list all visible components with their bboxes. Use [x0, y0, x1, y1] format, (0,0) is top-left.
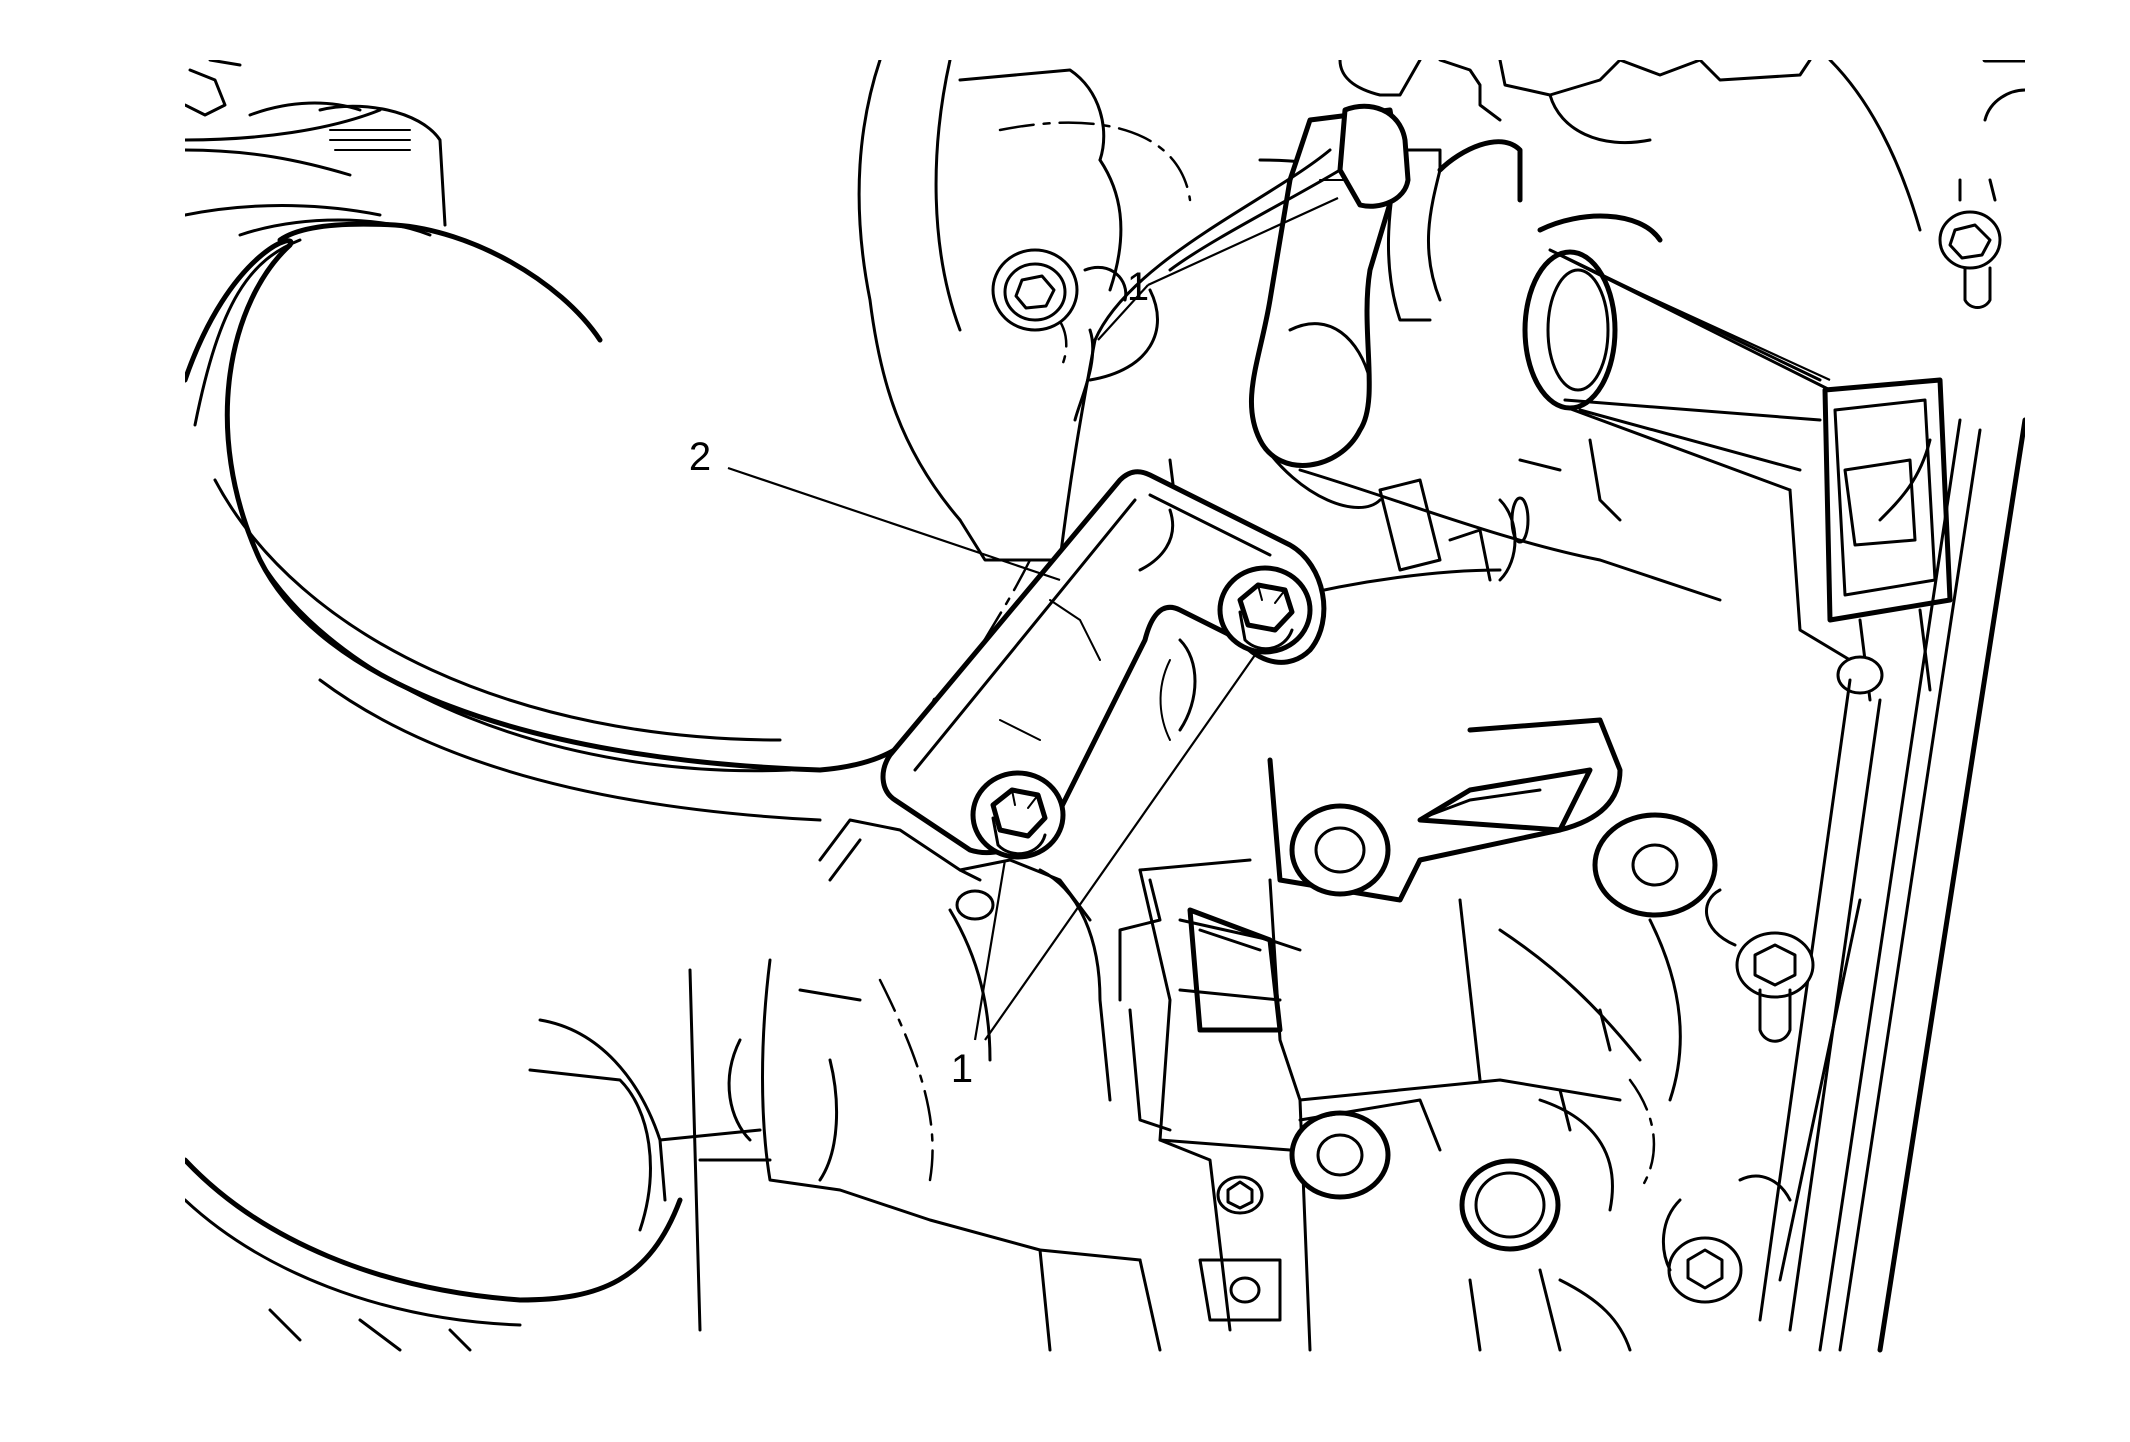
leader-1-right-a — [1589, 269, 1831, 381]
l-bracket — [880, 469, 1327, 856]
engine-block-left — [857, 60, 1192, 782]
leader-1-bottom-b — [984, 654, 1256, 1041]
callout-2: 2 — [689, 435, 711, 479]
bracket-bolt-upper — [1217, 565, 1313, 655]
mount-housing — [1118, 438, 1722, 1352]
hose-clip — [1058, 103, 1411, 562]
leader-lines — [727, 196, 1831, 1041]
housing-lower-left — [727, 818, 1162, 1352]
engine-block-right — [1258, 60, 2025, 1353]
callout-1-top: 1 — [1127, 265, 1149, 309]
callout-1-bottom: 1 — [951, 1047, 973, 1091]
leader-2 — [727, 466, 1061, 582]
leader-1-bottom-a — [973, 859, 1007, 1041]
leader-1-top-b — [1097, 284, 1149, 341]
bracket-bolt-lower — [970, 770, 1066, 860]
leader-1-top-a — [1147, 196, 1339, 287]
filter-housing — [185, 60, 938, 1352]
